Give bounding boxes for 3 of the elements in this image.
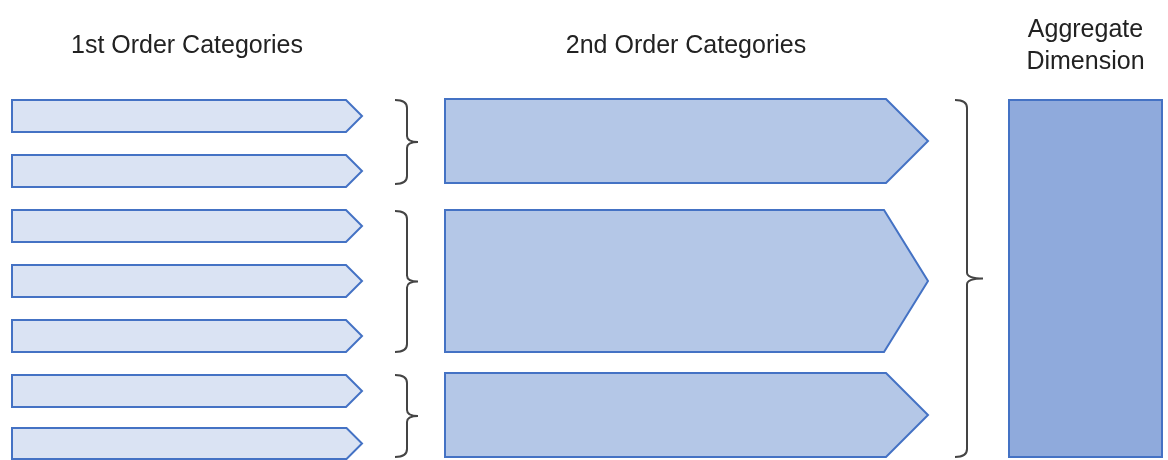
- column-heading: 1st Order Categories: [71, 30, 303, 59]
- column-heading: 2nd Order Categories: [565, 30, 807, 59]
- column-heading: Aggregate Dimension: [1025, 13, 1146, 76]
